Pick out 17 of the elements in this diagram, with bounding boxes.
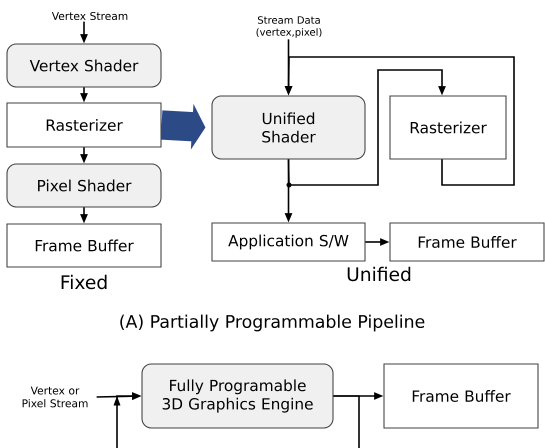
arrow [114,392,360,448]
shader-box: Vertex Shader [6,43,162,88]
process-box: Rasterizer [6,102,162,148]
process-box: Frame Buffer [383,363,539,429]
stream-label: Vertex or Pixel Stream [22,386,88,408]
stream-label: Stream Data (vertex,pixel) [256,16,322,38]
group-label: Unified [348,266,410,282]
shader-box: Pixel Shader [6,163,162,208]
process-box: Frame Buffer [6,223,162,268]
section-title: (A) Partially Programmable Pipeline [120,314,424,332]
shader-box: Fully Programable 3D Graphics Engine [141,363,334,429]
stream-label: Vertex Stream [52,12,128,20]
process-box: Frame Buffer [389,222,545,262]
shader-box: Unified Shader [211,95,366,160]
arrow [288,69,446,186]
process-box: Rasterizer [389,95,507,160]
process-box: Application S/W [211,222,366,262]
